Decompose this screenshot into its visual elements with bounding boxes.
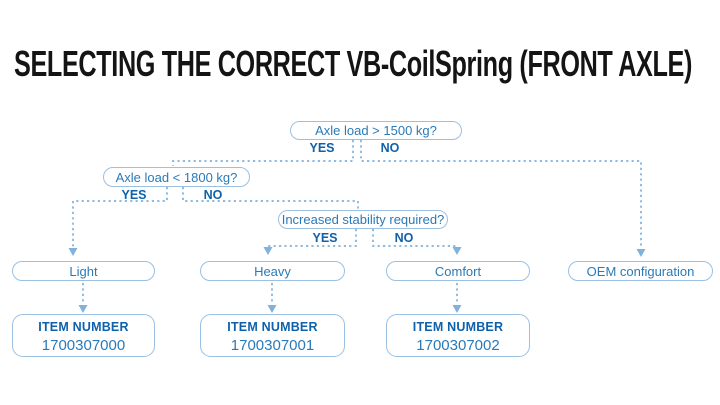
connector-d2-no bbox=[182, 187, 359, 209]
arrowhead-heavy bbox=[263, 247, 273, 255]
item-number-value: 1700307001 bbox=[230, 336, 315, 354]
label-d3-yes: YES bbox=[312, 231, 338, 245]
connector-d2-yes bbox=[72, 187, 168, 247]
arrowhead-comfort bbox=[452, 247, 462, 255]
outcome-box-heavy: Heavy bbox=[200, 261, 345, 281]
item-number-heading: ITEM NUMBER bbox=[227, 320, 318, 334]
item-number-box-heavy: ITEM NUMBER 1700307001 bbox=[200, 314, 345, 357]
label-d1-yes: YES bbox=[309, 141, 335, 155]
item-number-value: 1700307000 bbox=[41, 336, 126, 354]
item-number-value: 1700307002 bbox=[416, 336, 500, 354]
decision-box-axle-load-1800: Axle load < 1800 kg? bbox=[103, 167, 250, 187]
connector-d3-yes bbox=[268, 229, 357, 247]
decision-box-axle-load-1500: Axle load > 1500 kg? bbox=[290, 121, 462, 140]
arrowhead-light bbox=[68, 248, 78, 256]
page-title: SELECTING THE CORRECT VB-CoilSpring (FRO… bbox=[14, 43, 693, 84]
item-number-box-comfort: ITEM NUMBER 1700307002 bbox=[386, 314, 530, 357]
item-number-box-light: ITEM NUMBER 1700307000 bbox=[12, 314, 155, 357]
decision-box-increased-stability: Increased stability required? bbox=[278, 210, 448, 229]
outcome-box-comfort: Comfort bbox=[386, 261, 530, 281]
label-d2-no: NO bbox=[203, 188, 223, 202]
outcome-box-light: Light bbox=[12, 261, 155, 281]
connector-d3-no bbox=[372, 229, 457, 247]
item-number-heading: ITEM NUMBER bbox=[38, 320, 129, 334]
arrowhead-oem bbox=[636, 249, 646, 257]
outcome-box-oem-configuration: OEM configuration bbox=[568, 261, 713, 281]
arrowhead-item-1 bbox=[78, 305, 88, 313]
arrowhead-item-3 bbox=[452, 305, 462, 313]
label-d1-no: NO bbox=[380, 141, 400, 155]
label-d2-yes: YES bbox=[121, 188, 147, 202]
arrowhead-item-2 bbox=[267, 305, 277, 313]
label-d3-no: NO bbox=[394, 231, 414, 245]
item-number-heading: ITEM NUMBER bbox=[412, 320, 504, 334]
